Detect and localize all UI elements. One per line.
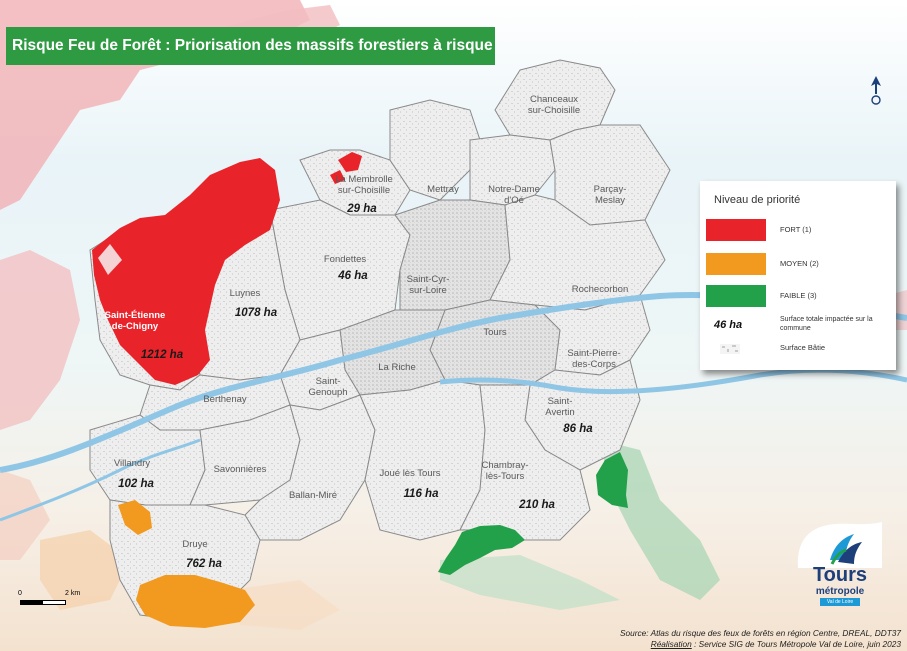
- commune-label-tours: Tours: [483, 327, 506, 338]
- logo-sub: métropole: [815, 586, 865, 597]
- area-labels: 29 ha 46 ha 1078 ha 1212 ha 86 ha 102 ha 116 h…: [118, 203, 593, 570]
- legend-row-fort: FORT (1): [706, 219, 892, 243]
- area-label-0: 29 ha: [346, 203, 377, 215]
- legend-swatch-fort: [706, 219, 766, 241]
- commune-parcay[interactable]: [549, 124, 671, 226]
- forest-moyen-villandry[interactable]: [118, 500, 152, 535]
- area-label-1: 46 ha: [337, 270, 368, 282]
- forest-fort-membrolle-2[interactable]: [330, 170, 345, 184]
- tours-metropole-logo: Tours métropole Val de Loire: [790, 520, 890, 608]
- commune-label-savonnieres: Savonnières: [214, 464, 267, 475]
- area-label-2: 1078 ha: [235, 307, 278, 319]
- commune-rochecorbon[interactable]: [489, 194, 666, 311]
- area-label-4: 86 ha: [563, 423, 593, 435]
- commune-label-saintavertin: Saint-Avertin: [545, 396, 574, 418]
- scale-bar-graphic: [20, 600, 66, 605]
- realisation-label: Réalisation: [650, 638, 692, 649]
- forest-faible-saintavertin[interactable]: [596, 452, 628, 508]
- logo-name: Tours: [812, 564, 868, 586]
- legend-row-surface: 46 ha Surface totale impactée sur la com…: [706, 315, 892, 341]
- realisation-line: Réalisation : Service SIG de Tours Métro…: [620, 639, 901, 650]
- commune-label-joue: Joué lès Tours: [379, 468, 440, 479]
- commune-label-rochecorbon: Rochecorbon: [572, 284, 629, 295]
- scale-end: 2 km: [65, 590, 81, 597]
- forest-fort-luynes-stetienne[interactable]: [92, 158, 280, 385]
- legend-row-moyen: MOYEN (2): [706, 253, 892, 277]
- legend-row-faible: FAIBLE (3): [706, 285, 892, 309]
- commune-label-lariche: La Riche: [378, 362, 416, 373]
- area-label-6: 116 ha: [404, 488, 440, 500]
- priority-forests: [92, 152, 628, 628]
- legend-label-fort: FORT (1): [780, 225, 812, 234]
- forest-faible-chambray[interactable]: [438, 525, 525, 575]
- legend-sample-desc: Surface totale impactée sur la commune: [780, 316, 873, 332]
- commune-label-saintcyr: Saint-Cyr-sur-Loire: [407, 274, 450, 296]
- area-label-7: 210 ha: [518, 499, 555, 511]
- legend-panel: Niveau de priorité FORT (1) MOYEN (2) FA…: [700, 181, 896, 370]
- area-label-3: 1212 ha: [141, 349, 184, 361]
- commune-label-mettray: Mettray: [427, 184, 459, 195]
- logo-emblem-icon: [797, 522, 882, 568]
- commune-chambray[interactable]: [459, 384, 591, 541]
- legend-sample-value: 46 ha: [714, 319, 743, 331]
- commune-label-berthenay: Berthenay: [203, 394, 247, 405]
- commune-joue[interactable]: [359, 379, 486, 541]
- forest-gap: [98, 244, 122, 275]
- north-arrow-icon: [866, 74, 886, 106]
- logo-tag: Val de Loire: [820, 598, 860, 606]
- legend-row-bati: Surface Bâtie: [706, 341, 892, 365]
- scale-bar: 0 2 km: [18, 590, 90, 612]
- legend-label-bati: Surface Bâtie: [780, 343, 826, 352]
- commune-label-parcay: Parçay-Meslay: [594, 184, 627, 206]
- legend-swatch-faible: [706, 285, 766, 307]
- cher-river: [439, 367, 907, 395]
- area-label-8: 762 ha: [186, 558, 222, 570]
- area-label-5: 102 ha: [118, 478, 154, 490]
- commune-label-ballan: Ballan-Miré: [289, 490, 337, 501]
- source-line: Source: Atlas du risque des feux de forê…: [619, 628, 901, 638]
- legend-bati-swatch: [720, 344, 740, 354]
- map-title: Risque Feu de Forêt : Priorisation des m…: [6, 27, 495, 65]
- commune-label-druye: Druye: [182, 539, 207, 550]
- commune-label-saintgenouph: Saint-Genouph: [308, 376, 347, 398]
- scale-start: 0: [18, 590, 22, 597]
- commune-label-chambray: Chambray-lès-Tours: [482, 460, 529, 482]
- legend-label-faible: FAIBLE (3): [780, 291, 817, 300]
- forest-moyen-druye[interactable]: [136, 575, 255, 628]
- realisation-text: : Service SIG de Tours Métropole Val de …: [691, 638, 901, 649]
- legend-swatch-moyen: [706, 253, 766, 275]
- commune-label-villandry: Villandry: [114, 458, 151, 469]
- commune-label-luynes: Luynes: [230, 288, 261, 299]
- commune-label-saintpierre: Saint-Pierre-des-Corps: [567, 348, 620, 370]
- forest-fort-membrolle[interactable]: [338, 152, 362, 172]
- cher-lower-river: [0, 438, 201, 522]
- commune-label-fondettes: Fondettes: [324, 254, 366, 265]
- legend-title: Niveau de priorité: [714, 194, 801, 206]
- source-credits: Source: Atlas du risque des feux de forê…: [620, 628, 901, 649]
- legend-label-moyen: MOYEN (2): [780, 259, 819, 268]
